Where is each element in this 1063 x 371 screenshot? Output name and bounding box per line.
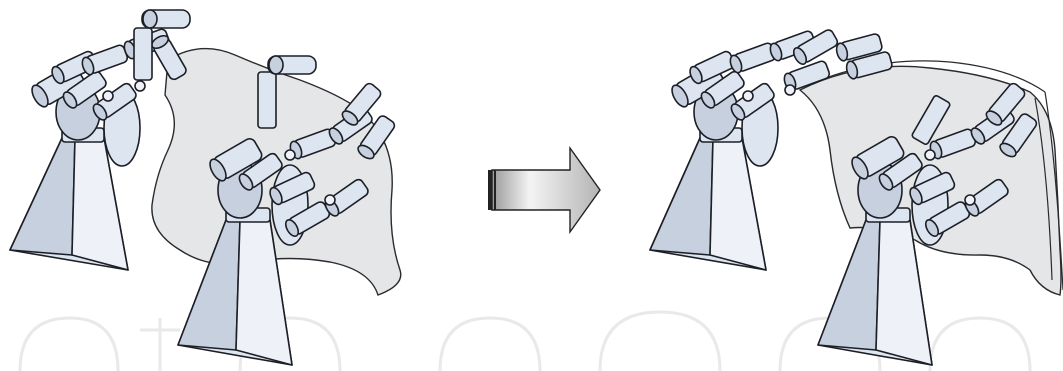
after-scene xyxy=(650,28,1063,365)
before-scene xyxy=(10,10,401,365)
transition-arrow xyxy=(488,148,600,232)
